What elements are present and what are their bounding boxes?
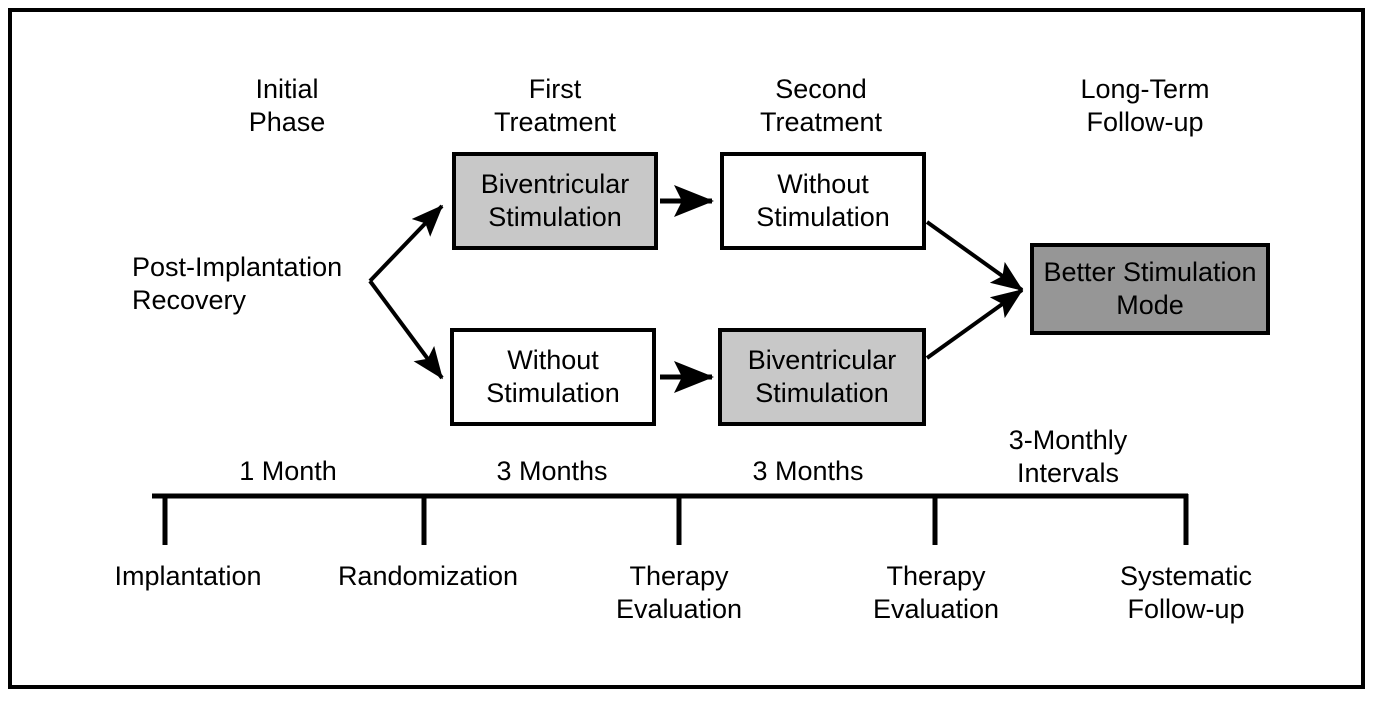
arrow-fork-to-first-treatment-bottom <box>368 279 444 380</box>
box-first-treatment-biventricular-stimulation[interactable]: Biventricular Stimulation <box>452 152 658 250</box>
timeline-tick-label-implantation: Implantation <box>114 561 262 591</box>
column-header-second-treatment: Second Treatment <box>759 74 883 137</box>
column-header-first-treatment: First Treatment <box>493 74 617 137</box>
timeline-interval-label-3: 3 Months <box>752 456 864 486</box>
timeline-bracket <box>152 493 1189 545</box>
start-label-post-implantation-recovery: Post-Implantation Recovery <box>132 252 343 315</box>
arrow-bottom-to-better-mode <box>925 288 1024 360</box>
column-header-initial-phase: Initial Phase <box>248 74 326 137</box>
box-first-treatment-without-stimulation[interactable]: Without Stimulation <box>450 328 656 426</box>
arrow-fork-to-first-treatment-top <box>368 204 444 283</box>
box-better-stimulation-mode[interactable]: Better Stimulation Mode <box>1030 243 1270 335</box>
box-second-treatment-biventricular-stimulation[interactable]: Biventricular Stimulation <box>718 328 926 426</box>
figure-border <box>8 8 1365 689</box>
arrow-top-to-better-mode <box>925 220 1024 292</box>
timeline-interval-label-1: 1 Month <box>239 456 337 486</box>
timeline-tick-label-randomization: Randomization <box>337 561 519 591</box>
timeline-tick-label-therapy-evaluation-2: Therapy Evaluation <box>872 561 1000 624</box>
timeline-tick-label-therapy-evaluation-1: Therapy Evaluation <box>615 561 743 624</box>
timeline-interval-label-4: 3-Monthly Intervals <box>1008 425 1128 488</box>
timeline-interval-label-2: 3 Months <box>496 456 608 486</box>
timeline-tick-label-systematic-followup: Systematic Follow-up <box>1119 561 1253 624</box>
column-header-long-term-followup: Long-Term Follow-up <box>1080 74 1210 137</box>
box-second-treatment-without-stimulation[interactable]: Without Stimulation <box>720 152 926 250</box>
